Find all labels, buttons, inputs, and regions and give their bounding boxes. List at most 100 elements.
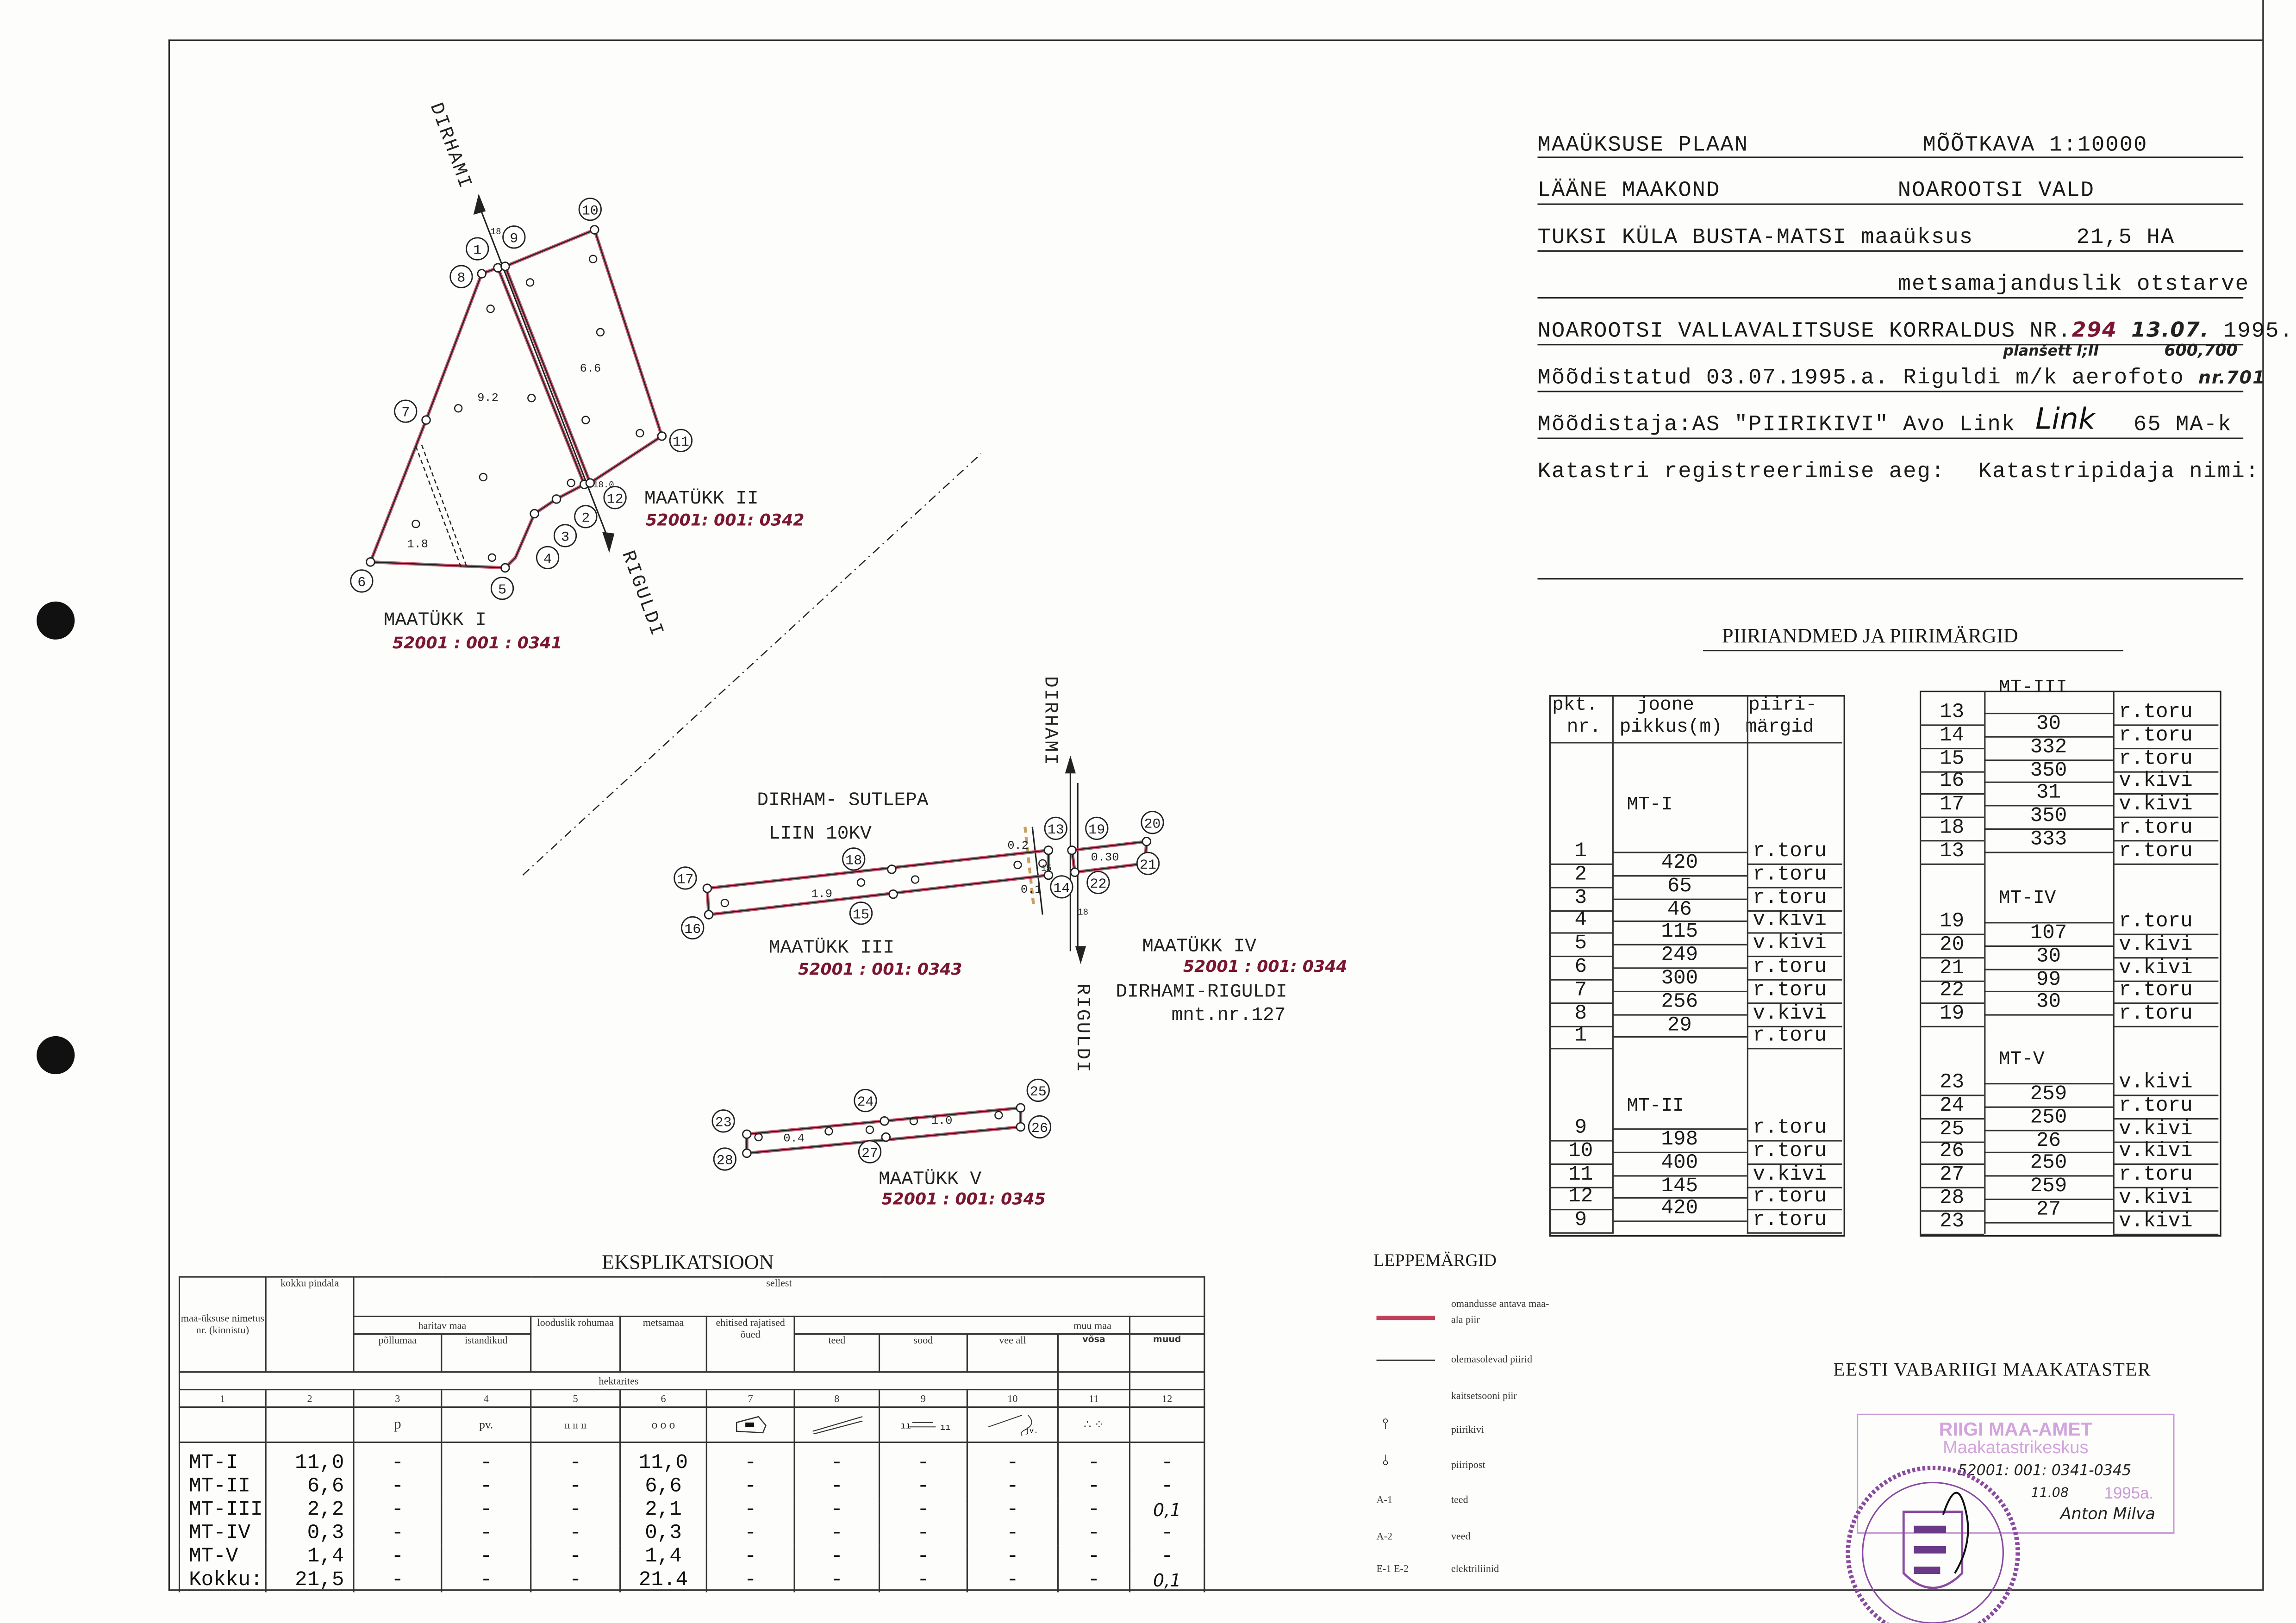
header-swamps: sood bbox=[878, 1333, 968, 1373]
legend-label: kaitsetsooni piir bbox=[1451, 1390, 1517, 1402]
boundary-stone-icon: ⫯ bbox=[1382, 1418, 1389, 1435]
boundary-mark: v.kivi bbox=[2119, 1187, 2193, 1211]
boundary-mark: v.kivi bbox=[1753, 909, 1827, 933]
group-label: MT-II bbox=[1627, 1094, 1684, 1117]
underline bbox=[1537, 250, 2244, 252]
header-bush: võsa bbox=[1057, 1333, 1131, 1373]
line-length: 249 bbox=[1661, 944, 1698, 968]
cell-value: - bbox=[966, 1521, 1059, 1545]
column-divider bbox=[1984, 690, 1986, 1234]
parcel-code: 52001 : 001: 0345 bbox=[881, 1190, 1046, 1209]
header-total: kokku pindala bbox=[265, 1276, 355, 1373]
underline bbox=[1537, 391, 2244, 392]
row-line bbox=[1549, 1186, 1612, 1188]
point-label: 10 bbox=[582, 203, 599, 219]
row-line bbox=[1984, 1175, 2113, 1177]
row-line bbox=[1612, 1037, 1747, 1038]
point-number: 21 bbox=[1940, 956, 1965, 980]
cell-value: - bbox=[793, 1544, 880, 1568]
point-number: 23 bbox=[1940, 1071, 1965, 1095]
point-label: 1 bbox=[473, 243, 481, 259]
registrar-name: Anton Milva bbox=[2060, 1504, 2155, 1524]
column-number: 1 bbox=[178, 1389, 267, 1408]
legend-code: A-1 bbox=[1376, 1494, 1392, 1506]
cell-value: - bbox=[353, 1498, 443, 1522]
point-label: 2 bbox=[581, 510, 590, 526]
power-line-voltage: LIIN 10KV bbox=[769, 823, 872, 845]
lions-icon bbox=[1914, 1525, 1947, 1574]
line-length: 259 bbox=[2030, 1175, 2067, 1199]
row-label: MT-II bbox=[178, 1474, 267, 1498]
boundary-mark: r.toru bbox=[2119, 816, 2193, 840]
plan-title: MAAÜKSUSE PLAAN bbox=[1537, 133, 1749, 158]
road-label-riguldi: RIGULDI bbox=[1072, 983, 1093, 1074]
row-line bbox=[1549, 1140, 1612, 1142]
row-line bbox=[2113, 1026, 2219, 1028]
aerophoto-number: nr.701 bbox=[2198, 367, 2266, 388]
point-number: 3 bbox=[1574, 886, 1587, 910]
row-line bbox=[1549, 909, 1612, 911]
plan-scale: MÕÕTKAVA 1:10000 bbox=[1922, 133, 2148, 158]
dimension-label: 15 bbox=[1041, 864, 1052, 874]
point-label: 6 bbox=[357, 575, 366, 591]
point-label-circle bbox=[603, 486, 627, 510]
stamp-dept: Maakatastrikeskus bbox=[1943, 1437, 2089, 1458]
point-label: 20 bbox=[1144, 816, 1160, 832]
line-length: 65 bbox=[1667, 875, 1692, 899]
cell-value: - bbox=[878, 1442, 968, 1475]
header-roads: teed bbox=[793, 1333, 880, 1373]
line-length: 332 bbox=[2030, 735, 2067, 759]
boundary-table bbox=[1549, 695, 1845, 1237]
cell-value: - bbox=[878, 1544, 968, 1568]
row-line bbox=[1984, 713, 2113, 715]
arrow-icon bbox=[602, 532, 615, 553]
row-line bbox=[1747, 1186, 1842, 1188]
point-number: 6 bbox=[1574, 955, 1587, 979]
cell-value: - bbox=[793, 1568, 880, 1592]
cell-value: - bbox=[878, 1498, 968, 1522]
column-divider bbox=[1747, 695, 1748, 1234]
county: LÄÄNE MAAKOND bbox=[1537, 178, 1721, 204]
row-line bbox=[1984, 922, 2113, 924]
line-length: 400 bbox=[1661, 1151, 1698, 1175]
area-label: 0.1 bbox=[1021, 883, 1042, 896]
row-line bbox=[1747, 863, 1842, 865]
row-line bbox=[1920, 1233, 1984, 1235]
boundary-mark: r.toru bbox=[2119, 701, 2193, 725]
row-line bbox=[1549, 1048, 1612, 1050]
cell-value: - bbox=[705, 1544, 795, 1568]
cell-value: - bbox=[1057, 1544, 1131, 1568]
cell-value: - bbox=[1129, 1474, 1205, 1498]
point-label-circle bbox=[490, 577, 514, 600]
row-label: Kokku: bbox=[178, 1568, 267, 1592]
cell-value: - bbox=[530, 1442, 621, 1475]
cell-value: - bbox=[353, 1442, 443, 1475]
row-line bbox=[1920, 1210, 1984, 1212]
protection-zone bbox=[1023, 827, 1036, 908]
header-point: nr. bbox=[1566, 715, 1601, 738]
row-line bbox=[1747, 1163, 1842, 1165]
parcel-name: MAATÜKK II bbox=[644, 488, 759, 510]
point-label-circle bbox=[858, 1140, 882, 1163]
column-number: 11 bbox=[1057, 1389, 1131, 1408]
road-label-riguldi: RIGULDI bbox=[617, 548, 668, 640]
group-label: MT-I bbox=[1627, 793, 1673, 815]
row-line bbox=[2113, 1233, 2219, 1235]
boundary-markers bbox=[366, 225, 1152, 1158]
point-label: 26 bbox=[1031, 1121, 1048, 1137]
row-line bbox=[1984, 991, 2113, 993]
boundary-mark: r.toru bbox=[1753, 863, 1827, 887]
line-length: 256 bbox=[1661, 990, 1698, 1014]
parcel-name: MAATÜKK V bbox=[879, 1169, 981, 1190]
boundary-mark: r.toru bbox=[1753, 978, 1827, 1002]
plansheet-note: planšett I;II bbox=[2003, 344, 2099, 360]
cell-value: 2,2 bbox=[265, 1498, 355, 1522]
row-label: MT-IV bbox=[178, 1521, 267, 1545]
header-field: põllumaa bbox=[353, 1333, 443, 1373]
cell-value: - bbox=[1129, 1544, 1205, 1568]
cell-value: 11,0 bbox=[619, 1442, 707, 1475]
row-line bbox=[1984, 828, 2113, 830]
